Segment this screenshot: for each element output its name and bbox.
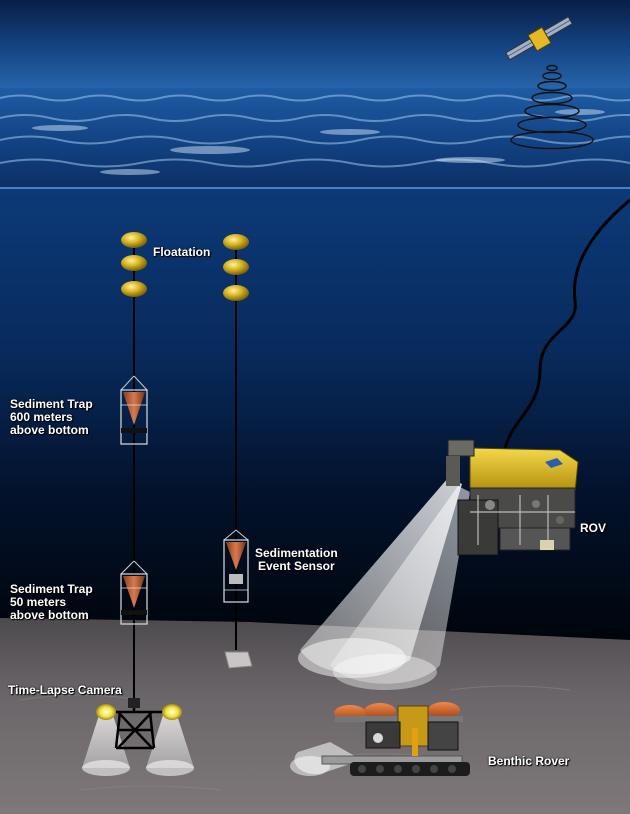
- label-event-sensor: Sedimentation Event Sensor: [255, 547, 338, 573]
- label-benthic-rover: Benthic Rover: [488, 754, 570, 768]
- label-line: above bottom: [10, 423, 89, 437]
- satellite-icon: [505, 16, 573, 61]
- label-line: above bottom: [10, 608, 89, 622]
- camera-light-icon: [96, 704, 116, 720]
- label-line: Sedimentation: [255, 546, 338, 560]
- sediment-trap-icon: [223, 529, 249, 603]
- camera-icon: [128, 698, 140, 708]
- label-line: 50 meters: [10, 595, 67, 609]
- label-line: Sediment Trap: [10, 397, 93, 411]
- rov-tether: [503, 198, 630, 451]
- signal-waves-icon: [510, 64, 594, 150]
- rov-icon: [446, 439, 579, 556]
- label-line: Event Sensor: [257, 559, 335, 573]
- label-line: 600 meters: [10, 410, 73, 424]
- label-floatation: Floatation: [153, 245, 211, 259]
- label-line: Sediment Trap: [10, 582, 93, 596]
- label-sediment-trap-upper: Sediment Trap 600 meters above bottom: [10, 398, 93, 437]
- benthic-rover-icon: [321, 702, 470, 776]
- camera-light-icon: [162, 704, 182, 720]
- float-icon: [223, 234, 249, 301]
- camera-light-icon: [104, 700, 176, 750]
- label-time-lapse-camera: Time-Lapse Camera: [8, 683, 122, 697]
- anchor-weight-icon: [224, 651, 253, 669]
- sediment-trap-icon: [120, 560, 148, 625]
- label-sediment-trap-lower: Sediment Trap 50 meters above bottom: [10, 583, 93, 622]
- float-icon: [121, 232, 147, 297]
- sediment-trap-icon: [120, 375, 148, 445]
- sea-surface: [0, 88, 630, 188]
- label-rov: ROV: [580, 521, 607, 535]
